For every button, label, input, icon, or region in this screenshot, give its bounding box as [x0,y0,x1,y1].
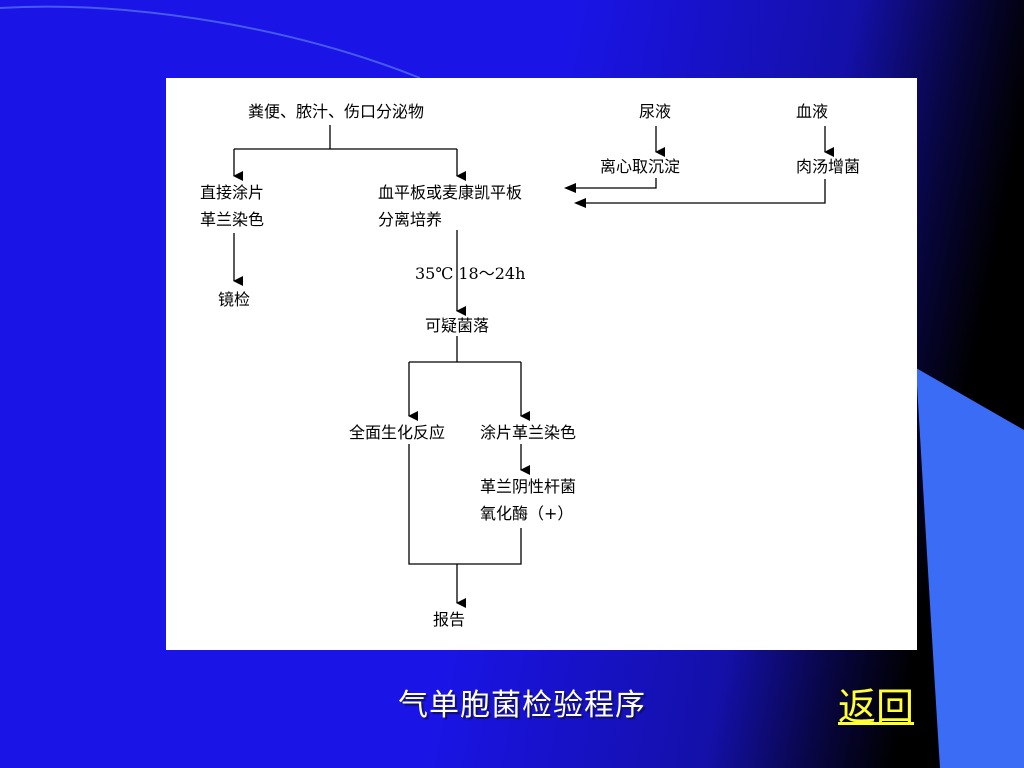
node-incubation: 35℃ 18～24h [415,264,526,283]
node-biochem: 全面生化反应 [349,423,446,442]
node-centrifuge: 离心取沉淀 [600,157,681,176]
node-report: 报告 [433,610,466,629]
node-microscopy: 镜检 [218,290,251,309]
node-specimen-urine: 尿液 [639,102,672,121]
back-link[interactable]: 返回 [838,685,915,729]
node-smear-gram: 涂片革兰染色 [480,423,577,442]
slide-caption: 气单胞菌检验程序 [398,688,646,723]
flowchart-lines [233,125,834,608]
node-plate-culture: 血平板或麦康凯平板 分离培养 [378,183,523,229]
node-broth-enrichment: 肉汤增菌 [796,157,861,176]
node-specimen-blood: 血液 [796,102,829,121]
node-gram-negative: 革兰阴性杆菌 氧化酶（+） [480,477,577,523]
node-suspicious-colony: 可疑菌落 [425,316,490,335]
node-specimen-stool-pus: 粪便、脓汁、伤口分泌物 [248,102,425,121]
flowchart-panel: 粪便、脓汁、伤口分泌物 尿液 血液 离心取沉淀 肉汤增菌 直接涂片 革兰染色 血… [166,78,917,650]
node-direct-smear: 直接涂片 革兰染色 [200,183,265,229]
